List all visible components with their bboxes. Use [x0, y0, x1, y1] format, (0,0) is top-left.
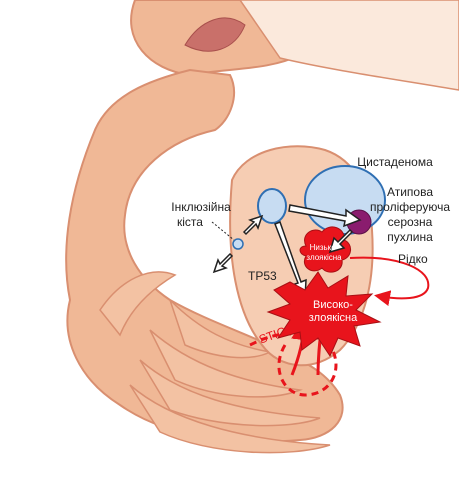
rare-label: Рідко — [398, 252, 428, 266]
low-grade-label-1: Низько- — [310, 243, 339, 252]
atypical-label-1: Атипова — [387, 185, 433, 199]
high-grade-label-2: злоякісна — [309, 312, 358, 324]
atypical-label-4: пухлина — [387, 230, 433, 244]
low-grade-label-2: злоякісна — [306, 253, 342, 262]
high-grade-starburst — [266, 271, 382, 358]
atypical-label-2: проліферуюча — [370, 200, 450, 214]
arrow-to-cystadenoma — [288, 204, 362, 228]
high-grade-label-1: Високо- — [313, 299, 353, 311]
atypical-label-3: серозна — [388, 215, 433, 229]
fimbriae — [99, 271, 331, 454]
stic-dashed-arc — [277, 344, 338, 397]
double-arrow-lower — [212, 252, 234, 274]
rare-path-arrow — [349, 256, 430, 307]
inclusion-label-2: кіста — [177, 215, 203, 229]
low-grade-tumor — [299, 226, 351, 273]
inclusion-leader — [211, 221, 235, 241]
tp53-label: TP53 — [248, 269, 277, 283]
tube-lumen — [184, 17, 246, 52]
double-arrow-upper — [242, 214, 264, 236]
inclusion-cyst — [232, 238, 244, 250]
small-cyst — [257, 188, 287, 224]
inclusion-label-1: Інклюзійна — [171, 200, 231, 214]
arrow-to-low-grade — [328, 228, 354, 254]
cystadenoma-label: Цистаденома — [357, 155, 433, 169]
right-pale-band — [239, 0, 459, 91]
